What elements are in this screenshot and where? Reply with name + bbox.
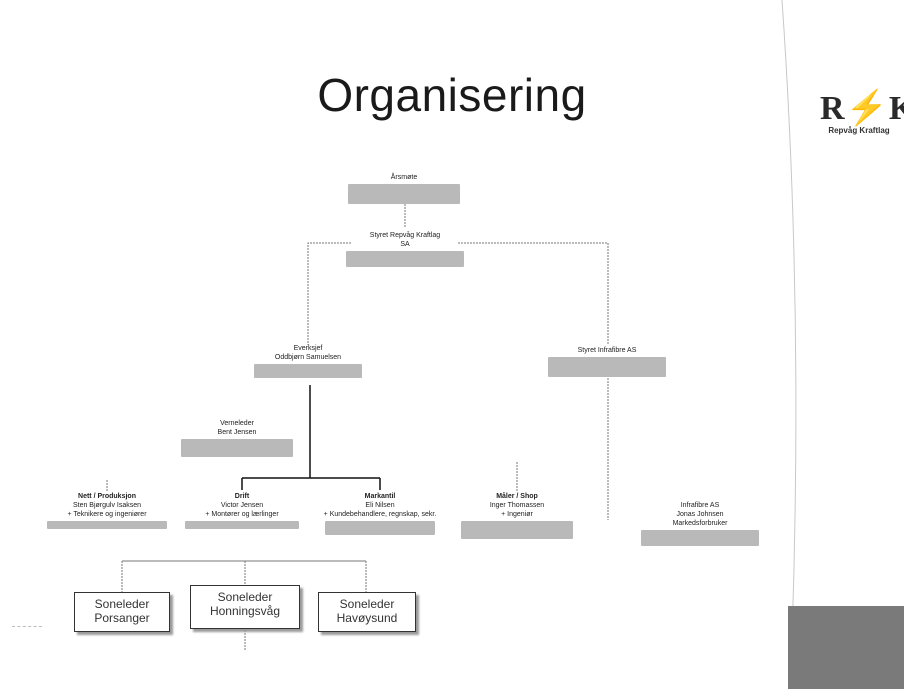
node-styret-infrafibre: Styret Infrafibre AS (545, 346, 669, 377)
node-infrafibre-line1: Infrafibre AS (680, 502, 720, 509)
node-styret-line1: Styret Repvåg Kraftlag (369, 232, 441, 239)
soneleder-porsanger-line1: Soneleder (94, 597, 150, 611)
node-bar (548, 357, 666, 377)
node-nett: Nett / Produksjon Sten Bjørgulv Isaksen … (42, 492, 172, 529)
node-infrafibre: Infrafibre AS Jonas Johnsen Markedsforbr… (638, 501, 762, 546)
node-drift: Drift Victor Jensen + Montører og lærlin… (180, 492, 304, 529)
node-styret: Styret Repvåg Kraftlag SA (340, 231, 470, 267)
node-bar (47, 521, 167, 529)
node-everksjef-line2: Oddbjørn Samuelsen (274, 354, 342, 361)
page-title: Organisering (317, 69, 587, 121)
company-logo: R⚡K Repvåg Kraftlag (820, 90, 904, 136)
node-marked-line2: Eli Nilsen (365, 502, 395, 509)
node-arsmote: Årsmøte (345, 173, 463, 204)
node-bar (641, 530, 759, 546)
node-bar (325, 521, 435, 535)
node-bar (181, 439, 293, 457)
soneleder-porsanger-line2: Porsanger (94, 611, 150, 625)
stray-mark (12, 626, 42, 627)
node-verneleder: Verneleder Bent Jensen (178, 419, 296, 457)
node-bar (461, 521, 573, 539)
node-styret-infrafibre-line1: Styret Infrafibre AS (577, 347, 637, 354)
node-maler: Måler / Shop Inger Thomassen + Ingeniør (457, 492, 577, 539)
node-drift-line2: Victor Jensen (220, 502, 264, 509)
soneleder-havoysund-line2: Havøysund (336, 611, 398, 625)
node-nett-line1: Nett / Produksjon (78, 493, 136, 500)
node-everksjef: Everksjef Oddbjørn Samuelsen (252, 344, 364, 378)
node-bar (185, 521, 299, 529)
soneleder-honningsvag-line1: Soneleder (217, 590, 273, 604)
node-verneleder-line1: Verneleder (220, 420, 254, 427)
soneleder-havoysund: Soneleder Havøysund (318, 592, 416, 632)
node-infrafibre-line2: Jonas Johnsen (676, 511, 724, 518)
node-everksjef-line1: Everksjef (293, 345, 323, 352)
logo-subtitle: Repvåg Kraftlag (828, 126, 890, 135)
node-bar (346, 251, 464, 267)
node-styret-line2: SA (400, 241, 410, 248)
node-nett-line2: Sten Bjørgulv Isaksen (72, 502, 142, 509)
node-maler-line2: Inger Thomassen (489, 502, 545, 509)
node-bar (254, 364, 362, 378)
node-bar (348, 184, 460, 204)
node-maler-line3: + Ingeniør (501, 511, 533, 518)
node-nett-line3: + Teknikere og ingeniører (67, 511, 147, 518)
node-marked-line3: + Kundebehandlere, regnskap, sekr. (323, 511, 437, 518)
node-infrafibre-line3: Markedsforbruker (672, 520, 728, 527)
logo-mark: R⚡K (820, 90, 904, 127)
node-marked-line1: Markantil (364, 493, 396, 500)
soneleder-porsanger: Soneleder Porsanger (74, 592, 170, 632)
corner-decoration (788, 606, 904, 689)
node-arsmote-label: Årsmøte (390, 174, 418, 181)
node-drift-line3: + Montører og lærlinger (205, 511, 279, 518)
soneleder-honningsvag-line2: Honningsvåg (209, 604, 281, 618)
node-verneleder-line2: Bent Jensen (217, 429, 257, 436)
soneleder-honningsvag: Soneleder Honningsvåg (190, 585, 300, 629)
node-drift-line1: Drift (234, 493, 250, 500)
soneleder-havoysund-line1: Soneleder (339, 597, 395, 611)
node-maler-line1: Måler / Shop (496, 493, 538, 500)
node-marked: Markantil Eli Nilsen + Kundebehandlere, … (320, 492, 440, 535)
